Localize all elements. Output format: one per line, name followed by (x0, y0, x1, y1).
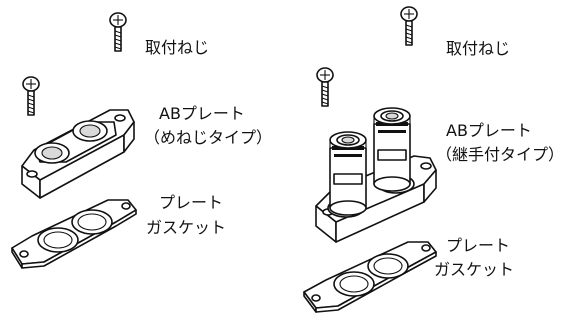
label-plate-gasket-left-line1: プレート (159, 193, 224, 212)
plate-gasket-right (303, 241, 437, 313)
label-mounting-screw-right: 取付ねじ (446, 39, 511, 58)
label-mounting-screw-left: 取付ねじ (145, 38, 210, 57)
mounting-screw-right-upper (400, 6, 418, 46)
label-ab-plate-fitting-line1: ABプレート (446, 121, 532, 140)
mounting-screw-right-lower (316, 67, 334, 107)
ab-plate-fitting (315, 107, 437, 243)
label-ab-plate-female-line2: （めねじタイプ） (144, 128, 273, 147)
label-plate-gasket-right-line2: ガスケット (434, 260, 515, 279)
label-ab-plate-fitting-line2: （継手付タイプ） (436, 145, 565, 164)
label-ab-plate-female-line1: ABプレート (159, 104, 245, 123)
label-plate-gasket-right-line1: プレート (446, 236, 511, 255)
label-plate-gasket-left-line2: ガスケット (146, 218, 227, 237)
mounting-screw-left-upper (109, 12, 127, 52)
plate-gasket-left (11, 199, 137, 269)
mounting-screw-left-lower (22, 76, 40, 116)
ab-plate-female-thread (21, 109, 135, 199)
